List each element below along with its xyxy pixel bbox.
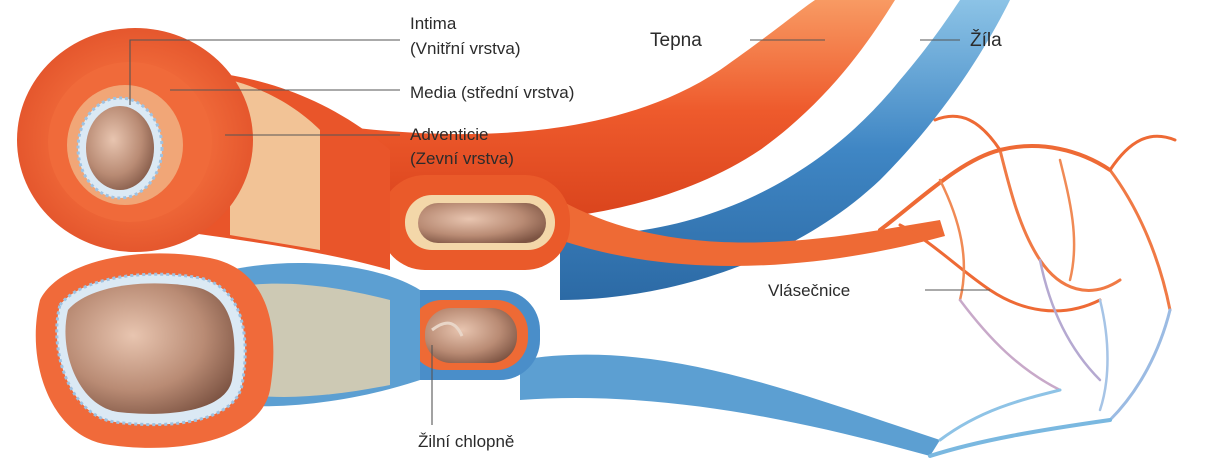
artery-cross-section <box>17 28 253 252</box>
label-tepna: Tepna <box>650 30 702 51</box>
label-adventicie: Adventicie <box>410 125 488 144</box>
vein-branch <box>520 355 940 456</box>
capillary-network <box>880 116 1175 456</box>
label-media: Media (střední vrstva) <box>410 83 574 102</box>
label-intima: Intima <box>410 14 457 33</box>
artery-mid-lumen <box>418 203 546 243</box>
label-intima-desc: (Vnitřní vrstva) <box>410 39 521 58</box>
label-zila: Žíla <box>970 29 1002 51</box>
label-adventicie-desc: (Zevní vrstva) <box>410 149 514 168</box>
label-zilni-chlopne: Žilní chlopně <box>418 432 514 451</box>
vein-mid-lumen <box>425 308 517 363</box>
vein-cross-section <box>36 253 274 447</box>
label-vlasecnice: Vlásečnice <box>768 281 850 300</box>
